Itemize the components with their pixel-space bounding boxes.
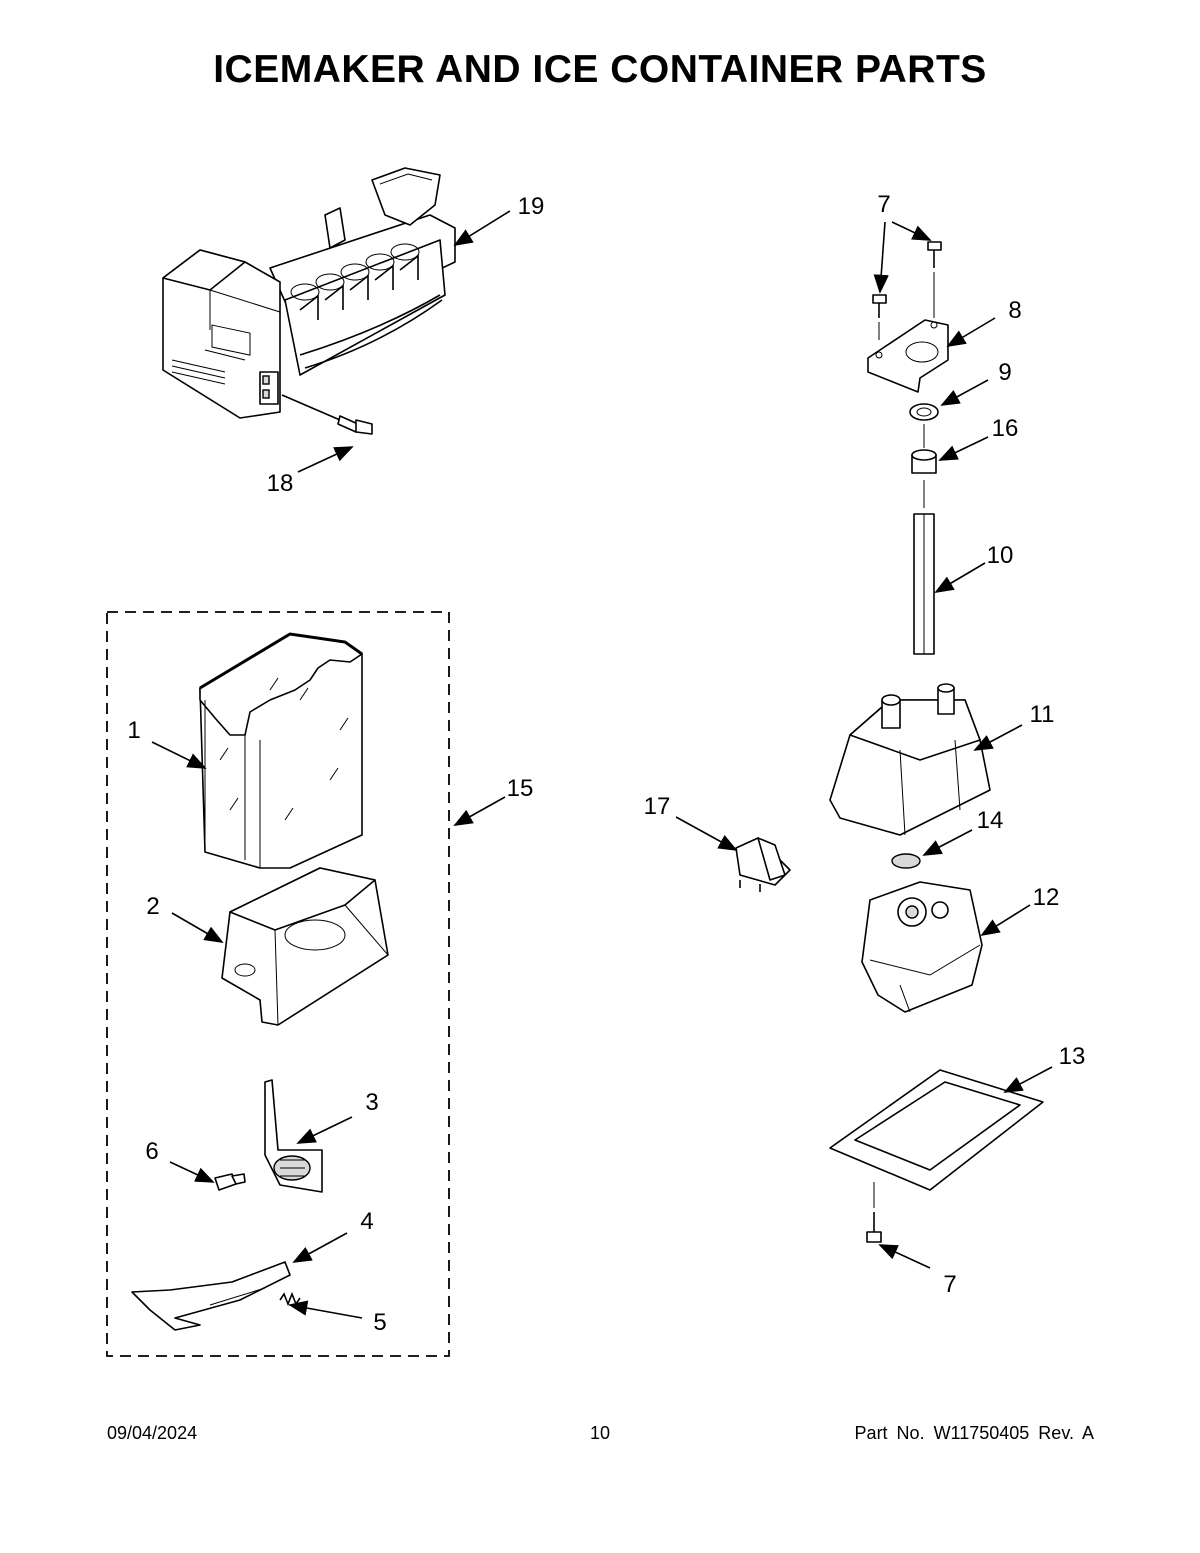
footer-part-number: Part No. W11750405 Rev. A <box>854 1423 1094 1443</box>
callout-14: 14 <box>977 807 1004 834</box>
motor-housing-11 <box>829 683 991 836</box>
footer-date: 09/04/2024 <box>107 1423 198 1443</box>
screw-6 <box>214 1173 246 1191</box>
shaft-10 <box>913 513 935 655</box>
callout-13: 13 <box>1059 1043 1086 1070</box>
callout-4: 4 <box>360 1208 373 1235</box>
page-title: ICEMAKER AND ICE CONTAINER PARTS <box>213 48 987 91</box>
callout-11: 11 <box>1030 701 1055 728</box>
callout-1: 1 <box>127 717 140 744</box>
lever-4 <box>131 1261 291 1331</box>
callout-10: 10 <box>987 542 1014 569</box>
footer-page-number: 10 <box>589 1423 611 1443</box>
icemaker-assembly <box>162 167 456 419</box>
screws-7-top <box>872 241 942 340</box>
gasket-14 <box>891 853 921 869</box>
callout-15: 15 <box>507 775 534 802</box>
callout-19: 19 <box>518 193 545 220</box>
washer-9 <box>909 403 939 421</box>
callout-5: 5 <box>373 1309 386 1336</box>
spring-5 <box>279 1291 301 1307</box>
callout-16: 16 <box>992 415 1019 442</box>
callout-6: 6 <box>145 1138 158 1165</box>
callout-12: 12 <box>1033 884 1060 911</box>
bracket-8 <box>867 319 949 393</box>
callout-7-top: 7 <box>877 191 890 218</box>
callout-3: 3 <box>365 1089 378 1116</box>
callout-9: 9 <box>998 359 1011 386</box>
callout-17: 17 <box>644 793 671 820</box>
callout-8: 8 <box>1008 297 1021 324</box>
paddle-bracket <box>264 1079 323 1193</box>
plate-13 <box>829 1069 1044 1191</box>
screw-7-bottom <box>866 1212 882 1243</box>
screw-18 <box>281 394 373 435</box>
callout-2: 2 <box>146 893 159 920</box>
bushing-16 <box>911 449 937 474</box>
bucket-base <box>221 867 389 1026</box>
switch-17 <box>735 837 791 892</box>
ice-container <box>199 632 363 869</box>
kit-15-boundary <box>106 611 450 1357</box>
leader-lines <box>151 210 1053 1319</box>
motor-12 <box>861 881 983 1013</box>
callout-7-bottom: 7 <box>943 1271 956 1298</box>
callout-18: 18 <box>267 470 294 497</box>
